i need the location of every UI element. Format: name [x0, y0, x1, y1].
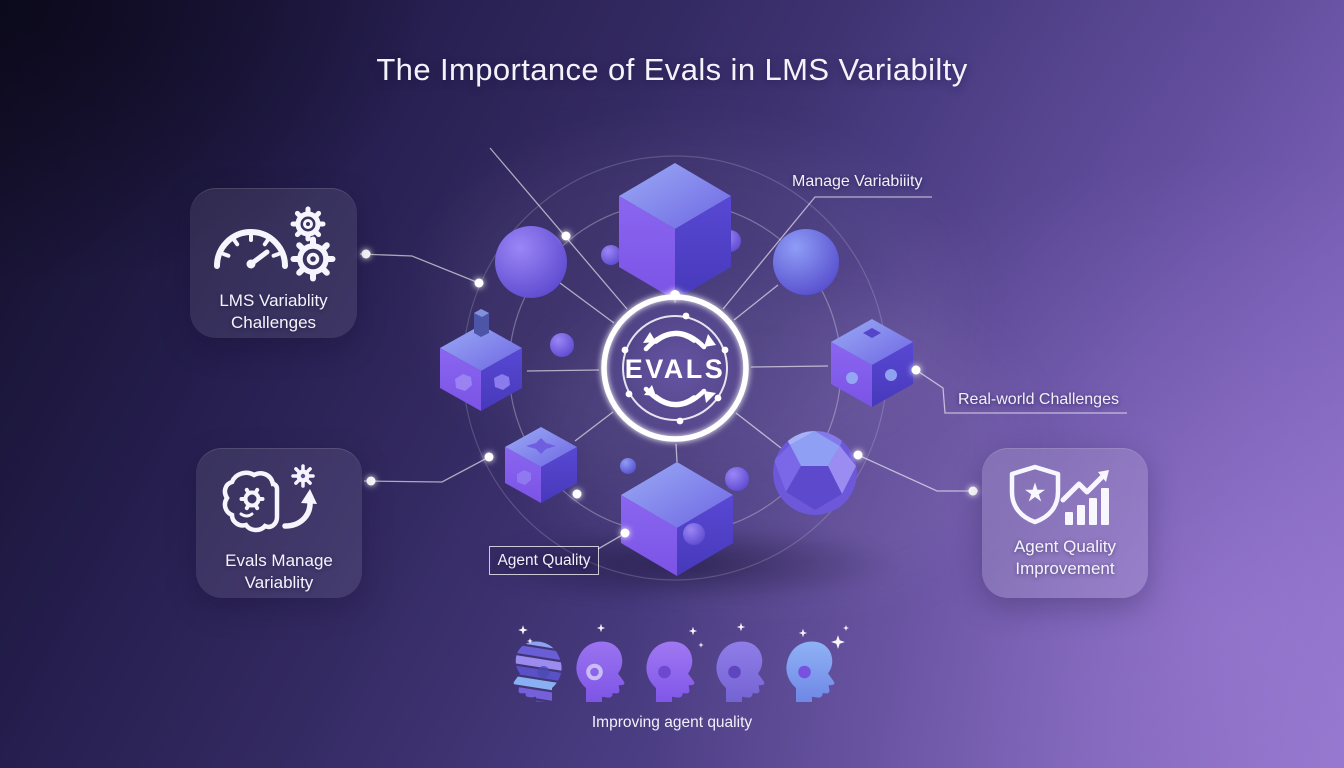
- callout-real-world-challenges: Real-world Challenges: [958, 391, 1119, 408]
- card-agent-quality-improvement: Agent Quality Improvement: [982, 448, 1148, 598]
- cube-icon-bottom: [621, 462, 733, 576]
- polyhedron-icon: [773, 431, 857, 515]
- card-lms-variability-challenges: LMS Variablity Challenges: [190, 188, 357, 338]
- cube-icon-star: [505, 427, 577, 503]
- sphere-icon: [495, 226, 567, 298]
- head-icon: [716, 641, 765, 702]
- cube-icon-left: [440, 309, 522, 411]
- card-label: LMS Variablity Challenges: [219, 291, 328, 332]
- head-icon: [786, 641, 835, 702]
- brain-gear-arrow-icon: [222, 464, 317, 533]
- small-sphere-icon: [620, 458, 636, 474]
- sphere-icons: [495, 226, 839, 491]
- head-icon: [576, 641, 625, 702]
- cube-icon-top: [619, 163, 731, 300]
- hub-label: EVALS: [625, 354, 726, 384]
- footer-caption: Improving agent quality: [591, 714, 753, 731]
- gear-icon: [239, 487, 265, 511]
- agent-heads-progression: [513, 622, 849, 702]
- card-evals-manage-variability: Evals Manage Variablity: [196, 448, 362, 598]
- small-sphere-icon: [550, 333, 574, 357]
- gear-icon: [290, 206, 325, 242]
- star-icon: [1025, 482, 1045, 502]
- small-sphere-icon: [725, 467, 749, 491]
- callout-manage-variability: Manage Variabiiity: [792, 173, 923, 190]
- callout-agent-quality: Agent Quality: [489, 546, 599, 575]
- evals-hub: EVALS: [601, 290, 749, 442]
- small-sphere-icon: [601, 245, 621, 265]
- gear-icon: [290, 236, 335, 282]
- page-title: The Importance of Evals in LMS Variabilt…: [376, 52, 968, 87]
- card-label: Evals Manage Variablity: [225, 551, 333, 592]
- junction-dots: [361, 231, 978, 538]
- gear-icon: [291, 464, 315, 488]
- shield-star-chart-icon: [1009, 464, 1109, 525]
- head-icon: [646, 641, 695, 702]
- bar-chart-icon: [1065, 488, 1109, 525]
- sphere-icon: [773, 229, 839, 295]
- sliced-head-icon: [513, 641, 562, 702]
- card-label: Agent Quality Improvement: [1013, 537, 1117, 578]
- cube-icon-right: [831, 319, 913, 407]
- gauge-and-gears-icon: [213, 206, 335, 282]
- cycle-arrows-icon: [643, 330, 716, 408]
